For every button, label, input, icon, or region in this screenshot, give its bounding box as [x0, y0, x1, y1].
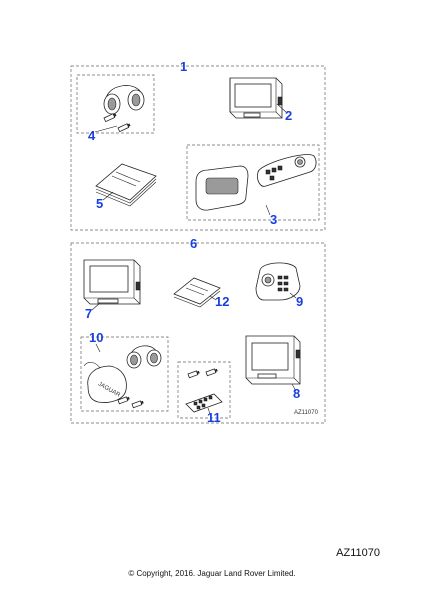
monitor-right-icon[interactable] [245, 335, 301, 385]
callout-6: 6 [190, 236, 197, 251]
callout-12: 12 [215, 294, 229, 309]
copyright-notice: © Copyright, 2016. Jaguar Land Rover Lim… [128, 569, 296, 578]
carry-bag-icon[interactable]: JAGUAR [83, 362, 127, 403]
remote-control-icon[interactable] [185, 393, 223, 413]
leader-lines [91, 103, 297, 415]
headphone-group-frame [76, 74, 155, 134]
batteries-icon [187, 368, 218, 379]
diagram-reference: AZ11070 [294, 410, 319, 416]
callout-4: 4 [88, 128, 96, 143]
callout-2: 2 [285, 108, 292, 123]
callout-8: 8 [293, 386, 300, 401]
remote-group-frame [186, 144, 320, 221]
illustration-code: AZ11070 [336, 547, 380, 559]
media-control-unit-icon[interactable] [255, 262, 301, 301]
monitor-left-icon[interactable] [83, 259, 141, 305]
manual-icon[interactable] [173, 277, 221, 308]
bag-group-frame [80, 336, 169, 412]
remote-kit-frame [177, 361, 231, 419]
rear-screen-monitor-icon[interactable] [229, 77, 283, 119]
callout-5: 5 [96, 196, 103, 211]
remote-control-icon[interactable] [257, 154, 317, 187]
callout-7: 7 [85, 306, 92, 321]
callout-11: 11 [207, 410, 221, 425]
headphones-icon[interactable] [126, 345, 162, 369]
kit-6-frame [70, 242, 326, 424]
remote-holder-icon[interactable] [195, 165, 249, 211]
batteries-icon [117, 396, 144, 409]
callout-10: 10 [89, 330, 103, 345]
callout-9: 9 [296, 294, 303, 309]
callout-3: 3 [270, 212, 277, 227]
batteries-icon [103, 113, 131, 133]
callout-1: 1 [180, 59, 187, 74]
headphones-icon[interactable] [103, 85, 145, 115]
kit-1-frame [70, 65, 326, 231]
owners-manual-icon[interactable] [95, 163, 157, 207]
